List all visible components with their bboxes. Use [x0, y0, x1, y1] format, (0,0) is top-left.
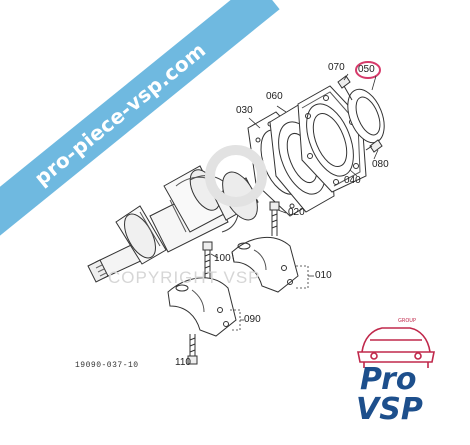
label-070: 070	[328, 62, 345, 73]
provsp-logo: GROUP Pro VSP	[340, 312, 450, 432]
crankshaft	[87, 165, 259, 283]
leader-lines	[189, 73, 379, 363]
copyright-watermark: COPYRIGHT VSP	[108, 268, 261, 287]
bolt-020	[269, 201, 280, 236]
bolt-070	[337, 75, 353, 101]
bearing-case-090	[167, 277, 237, 337]
label-080: 080	[372, 159, 389, 170]
logo-pro: Pro	[360, 362, 417, 397]
bolt-080	[365, 139, 383, 153]
label-110: 110	[175, 357, 191, 368]
label-020: 020	[288, 207, 305, 218]
label-030: 030	[236, 105, 253, 116]
label-010: 010	[315, 270, 332, 281]
label-090: 090	[244, 314, 261, 325]
label-060: 060	[266, 91, 283, 102]
label-050: 050	[358, 64, 375, 75]
copyright-circle-mark	[205, 145, 267, 207]
reference-code: 19090-037-10	[75, 361, 139, 370]
label-040: 040	[344, 175, 361, 186]
logo-vsp: VSP	[356, 392, 423, 427]
highlight-ring-050	[355, 61, 381, 79]
car-logo-icon	[357, 327, 435, 368]
label-100: 100	[214, 253, 231, 264]
bolt-100	[202, 241, 213, 278]
bolt-110	[187, 334, 198, 365]
logo-tag: GROUP	[398, 318, 416, 324]
bearing-case-010	[231, 236, 299, 293]
housing-040	[297, 85, 367, 193]
